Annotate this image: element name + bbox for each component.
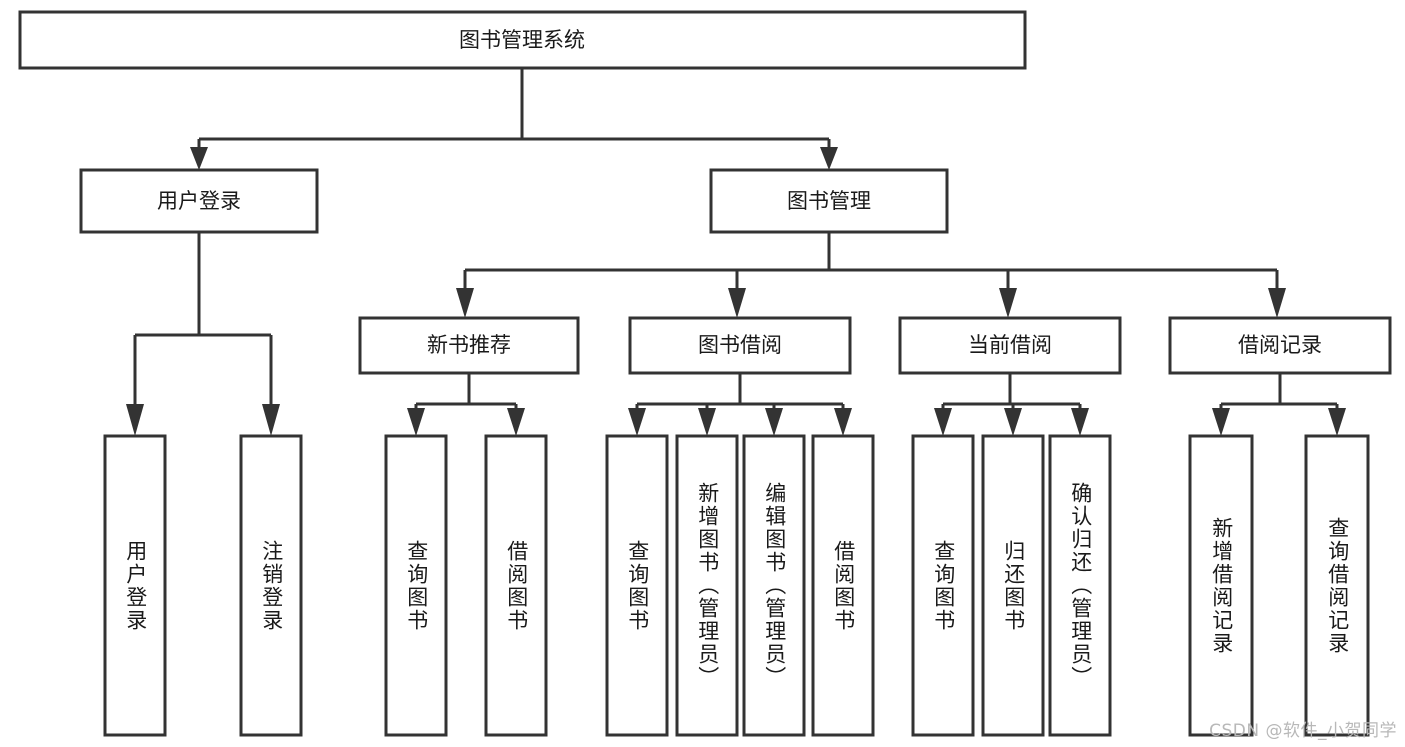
arrowhead-bb-query-book [628, 408, 646, 436]
arrowhead-user-login [190, 147, 208, 170]
arrowhead-br-query-record [1328, 408, 1346, 436]
label-book-borrow: 图书借阅 [698, 333, 782, 357]
label-borrow-record: 借阅记录 [1238, 333, 1322, 357]
arrowhead-leaf-logout [262, 404, 280, 436]
csdn-watermark: CSDN @软件_小贺同学 [1209, 721, 1397, 741]
node-box-leaf-br-add-record[interactable] [1188, 434, 1254, 737]
node-box-leaf-cb-return-book[interactable] [981, 434, 1045, 737]
arrowhead-bb-edit-book [765, 408, 783, 436]
label-root: 图书管理系统 [459, 28, 585, 52]
arrowhead-cb-query-book [934, 408, 952, 436]
node-box-leaf-nb-query-book[interactable] [384, 434, 448, 737]
node-box-new-book-recommend[interactable] [358, 316, 580, 375]
node-box-leaf-bb-add-book[interactable] [675, 434, 739, 737]
connector-group-borrowrecord-to-leaves [1212, 373, 1346, 436]
connector-group-root-to-level2 [197, 68, 831, 158]
arrowhead-bb-add-book [698, 408, 716, 436]
node-box-borrow-record[interactable] [1168, 316, 1392, 375]
connector-group-bookmanage-to-level3 [456, 232, 1286, 318]
node-box-book-borrow[interactable] [628, 316, 852, 375]
arrowhead-leaf-user-login [126, 404, 144, 436]
arrowhead-cb-confirm-return [1071, 408, 1089, 436]
arrowhead-nb-query-book [407, 408, 425, 436]
node-box-leaf-bb-borrow-book[interactable] [811, 434, 875, 737]
node-box-current-borrow[interactable] [898, 316, 1122, 375]
arrowhead-borrow-record [1268, 288, 1286, 318]
arrowhead-bb-borrow-book [834, 408, 852, 436]
node-box-leaf-bb-query-book[interactable] [605, 434, 669, 737]
arrowhead-nb-borrow-book [507, 408, 525, 436]
label-current-borrow: 当前借阅 [968, 333, 1052, 357]
connector-group-newbook-to-leaves [407, 373, 525, 436]
label-book-manage: 图书管理 [787, 189, 871, 213]
label-user-login: 用户登录 [157, 189, 241, 213]
node-box-leaf-nb-borrow-book[interactable] [484, 434, 548, 737]
arrowhead-new-book-recommend [456, 288, 474, 318]
node-box-leaf-br-query-record[interactable] [1304, 434, 1370, 737]
connector-group-bookborrow-to-leaves [628, 373, 852, 436]
label-new-book-recommend: 新书推荐 [427, 333, 511, 357]
arrowhead-current-borrow [999, 288, 1017, 318]
node-box-leaf-logout[interactable] [239, 434, 303, 737]
node-box-user-login[interactable] [79, 168, 319, 234]
connector-group-userlogin-to-leaves [126, 232, 280, 436]
node-box-leaf-cb-query-book[interactable] [911, 434, 975, 737]
arrowheads-level2 [190, 147, 838, 170]
node-box-leaf-user-login[interactable] [103, 434, 167, 737]
arrowhead-book-borrow [728, 288, 746, 318]
node-box-book-manage[interactable] [709, 168, 949, 234]
arrowhead-br-add-record [1212, 408, 1230, 436]
node-box-leaf-cb-confirm-return[interactable] [1048, 434, 1112, 737]
node-box-root[interactable] [18, 10, 1027, 70]
arrowhead-book-manage [820, 147, 838, 170]
arrowhead-cb-return-book [1004, 408, 1022, 436]
connector-group-currentborrow-to-leaves [934, 373, 1089, 436]
node-box-leaf-bb-edit-book[interactable] [742, 434, 806, 737]
